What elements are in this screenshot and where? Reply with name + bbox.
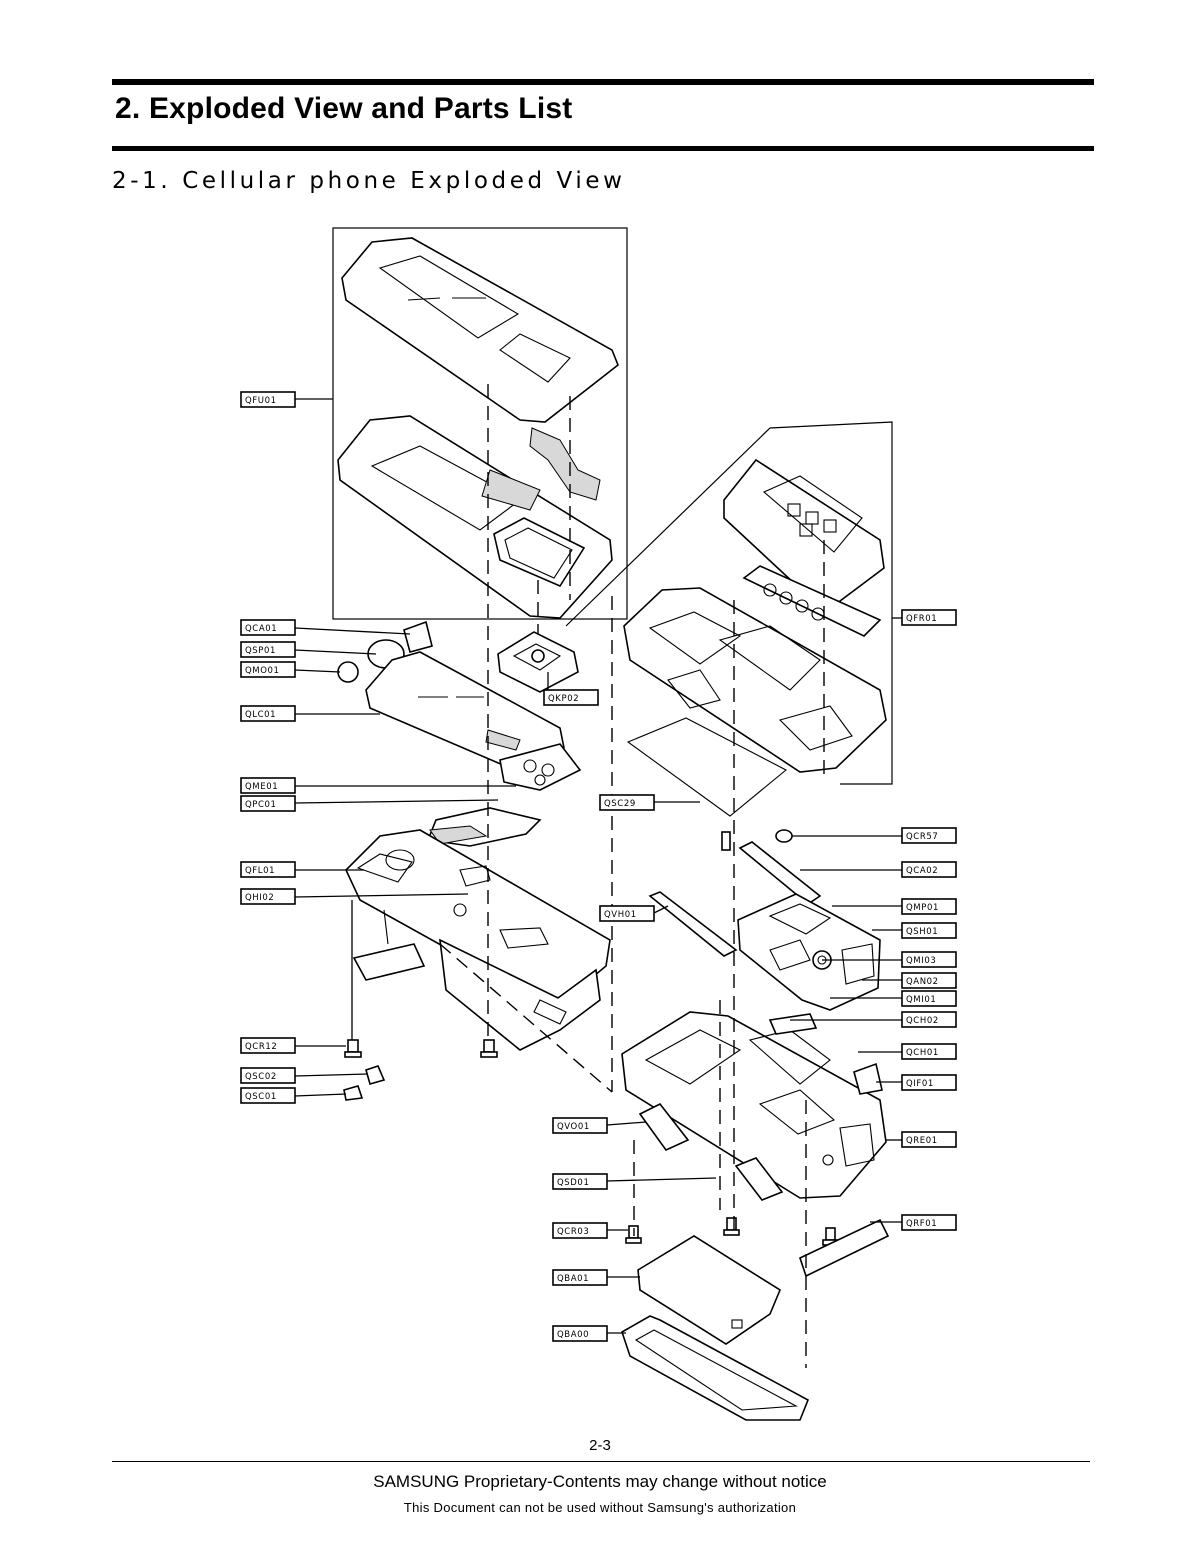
svg-text:QSP01: QSP01: [245, 646, 276, 656]
rear-keypad-frame: [723, 458, 885, 637]
main-pcb: [737, 893, 881, 1011]
title-underline-rule: [112, 146, 1094, 151]
svg-text:QAN02: QAN02: [906, 977, 939, 987]
assembly-guide-lines: [439, 384, 825, 1368]
callout-qmp01: QMP01: [832, 898, 957, 915]
battery-cover-qba00: [621, 1315, 810, 1421]
callout-qre01: QRE01: [886, 1131, 957, 1148]
svg-text:QLC01: QLC01: [245, 710, 276, 720]
svg-text:QCH02: QCH02: [906, 1016, 939, 1026]
svg-text:QVO01: QVO01: [557, 1122, 590, 1132]
callout-qan02: QAN02: [862, 972, 957, 989]
footer-authorization: This Document can not be used without Sa…: [403, 1500, 797, 1515]
keypad-part: [497, 631, 579, 693]
screw-center: [480, 1039, 498, 1058]
callout-qfr01: QFR01: [892, 609, 957, 626]
rear-housing-frame: [565, 421, 893, 785]
svg-text:QCR03: QCR03: [557, 1227, 589, 1237]
callout-qfu01: QFU01: [240, 391, 333, 408]
svg-text:QBA00: QBA00: [557, 1330, 589, 1340]
svg-text:QFR01: QFR01: [906, 614, 937, 624]
front-chassis: [345, 829, 611, 1051]
callout-qmi03: QMI03: [822, 951, 957, 968]
svg-text:QMO01: QMO01: [245, 666, 280, 676]
callout-qba01: QBA01: [552, 1269, 640, 1286]
front-cover-frame: [332, 227, 628, 620]
callout-qmi01: QMI01: [830, 990, 957, 1007]
callout-qcr12: QCR12: [240, 900, 353, 1054]
screw-qcr03-center: [723, 1217, 740, 1236]
svg-text:QSH01: QSH01: [906, 927, 938, 937]
svg-text:QMP01: QMP01: [906, 903, 939, 913]
svg-text:QRF01: QRF01: [906, 1219, 937, 1229]
svg-text:QBA01: QBA01: [557, 1274, 589, 1284]
svg-text:QSC02: QSC02: [245, 1072, 277, 1082]
callout-qca02: QCA02: [800, 861, 957, 878]
cable-qca02: [738, 841, 822, 905]
svg-text:QKP02: QKP02: [548, 694, 579, 704]
callout-qsp01: QSP01: [240, 641, 377, 658]
section-title: 2. Exploded View and Parts List: [115, 92, 573, 125]
footer-rule: [112, 1461, 1090, 1462]
subsection-title: 2-1. Cellular phone Exploded View: [112, 168, 626, 194]
callout-qhi02: QHI02: [240, 888, 469, 905]
callout-qmo01: QMO01: [240, 661, 341, 678]
callout-qca01: QCA01: [240, 619, 411, 636]
callout-qsc01: QSC01: [240, 1087, 347, 1104]
callout-qba00: QBA00: [552, 1325, 626, 1342]
svg-text:QSD01: QSD01: [557, 1178, 589, 1188]
callout-qlc01: QLC01: [240, 705, 380, 722]
vibrator-holder-qvh01: [648, 891, 738, 957]
svg-text:QMI01: QMI01: [906, 995, 936, 1005]
svg-text:QCH01: QCH01: [906, 1048, 939, 1058]
callout-qcr03: QCR03: [552, 1222, 628, 1239]
sheet-qsc29: [626, 717, 787, 817]
lcd-assembly: [337, 620, 582, 847]
svg-text:QSC29: QSC29: [604, 799, 636, 809]
callout-qcr57: QCR57: [792, 827, 957, 844]
callout-qfl01: QFL01: [240, 861, 364, 878]
callout-qvo01: QVO01: [552, 1117, 647, 1134]
svg-text:QFL01: QFL01: [245, 866, 275, 876]
callout-qpc01: QPC01: [240, 795, 499, 812]
callout-qsc02: QSC02: [240, 1067, 369, 1084]
small-bracket-parts: [343, 1065, 386, 1101]
callout-qsh01: QSH01: [872, 922, 957, 939]
callout-qif01: QIF01: [876, 1074, 957, 1091]
front-cover-panel: [341, 237, 619, 423]
screw-qcr12: [344, 1039, 362, 1058]
svg-text:QCA02: QCA02: [906, 866, 938, 876]
svg-text:QPC01: QPC01: [245, 800, 277, 810]
svg-text:QFU01: QFU01: [245, 396, 277, 406]
callout-qvh01: QVH01: [599, 905, 669, 922]
svg-text:QCR12: QCR12: [245, 1042, 277, 1052]
footer-notice: SAMSUNG Proprietary-Contents may change …: [373, 1472, 827, 1491]
svg-text:QRE01: QRE01: [906, 1136, 938, 1146]
svg-text:QHI02: QHI02: [245, 893, 274, 903]
svg-text:QME01: QME01: [245, 782, 278, 792]
callout-qkp02: QKP02: [543, 672, 599, 706]
callout-qrf01: QRF01: [870, 1214, 957, 1231]
rf-cover-qrf01: [799, 1218, 890, 1278]
callout-qsd01: QSD01: [552, 1173, 717, 1190]
svg-text:QCA01: QCA01: [245, 624, 277, 634]
top-rule: [112, 79, 1094, 85]
rear-chassis: [621, 1011, 887, 1201]
front-cover-bezel: [337, 415, 613, 619]
callout-qme01: QME01: [240, 777, 516, 794]
svg-text:QVH01: QVH01: [604, 910, 637, 920]
svg-text:QSC01: QSC01: [245, 1092, 277, 1102]
svg-text:QMI03: QMI03: [906, 956, 936, 966]
battery-qba01: [637, 1235, 781, 1345]
page-number: 2-3: [589, 1437, 611, 1454]
rear-housing: [623, 587, 887, 773]
svg-text:QIF01: QIF01: [906, 1079, 934, 1089]
callout-qsc29: QSC29: [599, 794, 700, 811]
callout-qch01: QCH01: [858, 1043, 957, 1060]
svg-text:QCR57: QCR57: [906, 832, 938, 842]
callout-qch02: QCH02: [790, 1011, 957, 1028]
